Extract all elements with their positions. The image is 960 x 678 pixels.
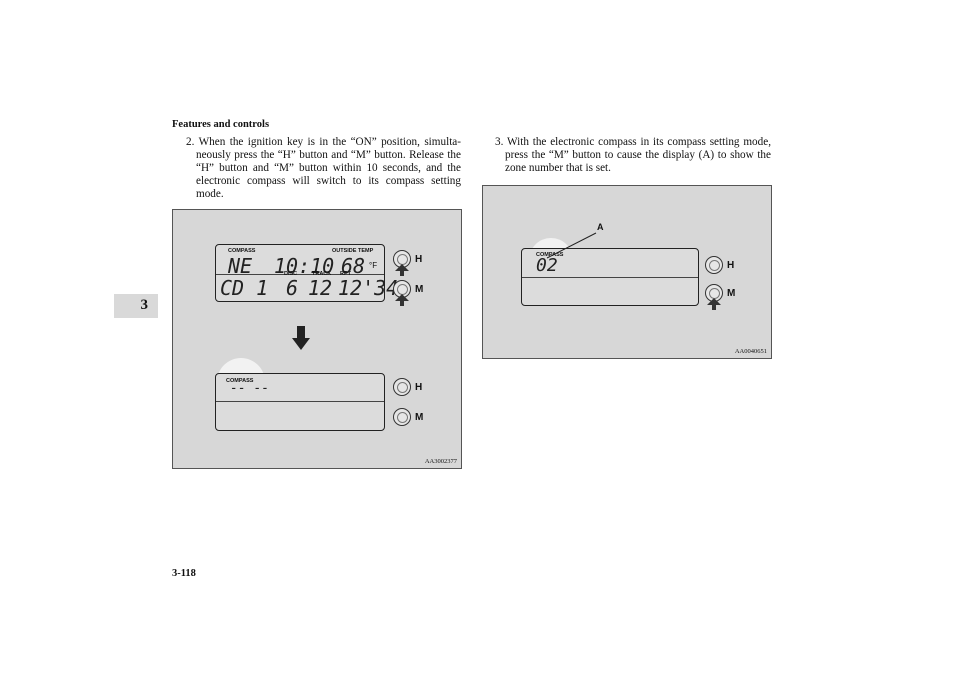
cd-readout: CD 1 bbox=[220, 276, 269, 300]
section-tab: 3 bbox=[114, 294, 158, 318]
step-3-text: 3. With the electronic compass in its co… bbox=[495, 136, 771, 174]
press-arrow-icon bbox=[395, 264, 409, 276]
compass-label: COMPASS bbox=[536, 252, 564, 258]
h-button-label: H bbox=[727, 260, 735, 271]
compass-label: COMPASS bbox=[228, 248, 256, 254]
m-button bbox=[393, 408, 411, 426]
track-readout: 12 bbox=[308, 276, 333, 300]
zone-number: 02 bbox=[536, 255, 558, 276]
disc-label: DISC bbox=[284, 271, 298, 277]
display-divider bbox=[216, 401, 384, 402]
m-button-label: M bbox=[415, 412, 424, 423]
figure-2: COMPASS 02 A H M AA0040651 bbox=[482, 185, 772, 359]
page-number: 3-118 bbox=[172, 568, 196, 579]
press-arrow-icon bbox=[395, 294, 409, 306]
step-2-text: 2. When the ignition key is in the “ON” … bbox=[186, 136, 461, 200]
bottom-display: COMPASS -- -- bbox=[215, 373, 385, 431]
h-button bbox=[393, 378, 411, 396]
press-arrow-icon bbox=[707, 298, 721, 310]
figure-1: COMPASS OUTSIDE TEMP NE 10:10 68 °F DISC… bbox=[172, 209, 462, 469]
outside-temp-label: OUTSIDE TEMP bbox=[332, 248, 374, 254]
display-divider bbox=[216, 274, 384, 275]
figure-code: AA3002377 bbox=[424, 458, 457, 465]
rpt-label: RPT bbox=[340, 271, 351, 277]
callout-a: A bbox=[597, 222, 604, 232]
disc-readout: 6 bbox=[286, 276, 299, 300]
callout-line bbox=[546, 232, 597, 259]
down-arrow-icon bbox=[292, 326, 310, 350]
compass-value: -- -- bbox=[230, 381, 270, 396]
h-button-label: H bbox=[415, 382, 423, 393]
section-number: 3 bbox=[140, 297, 149, 313]
h-button-label: H bbox=[415, 254, 423, 265]
page-header: Features and controls bbox=[172, 119, 270, 130]
m-button-label: M bbox=[415, 284, 424, 295]
temp-unit: °F bbox=[369, 261, 378, 270]
m-button-label: M bbox=[727, 288, 736, 299]
compass-label: COMPASS bbox=[226, 378, 254, 384]
top-display: COMPASS OUTSIDE TEMP NE 10:10 68 °F DISC… bbox=[215, 244, 398, 302]
track-label: TRACK bbox=[312, 271, 332, 277]
track-time-readout: 12'34 bbox=[338, 276, 399, 300]
figure-code: AA0040651 bbox=[734, 348, 767, 355]
display-divider bbox=[522, 277, 698, 278]
h-button bbox=[393, 250, 411, 268]
compass-display: COMPASS 02 bbox=[521, 248, 699, 306]
h-button bbox=[705, 256, 723, 274]
